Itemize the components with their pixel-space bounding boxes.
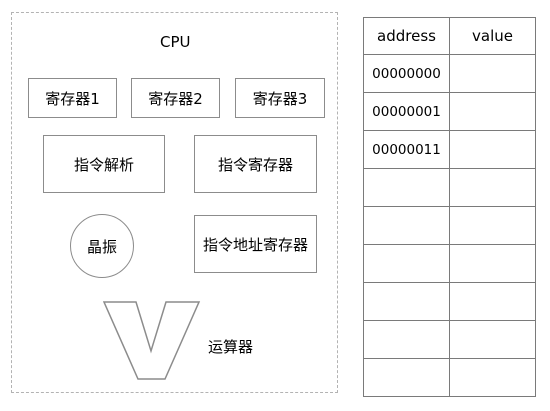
alu-v-polygon <box>103 301 201 380</box>
crystal-oscillator-label: 晶振 <box>86 237 117 256</box>
instruction-address-register-label: 指令地址寄存器 <box>202 235 308 254</box>
value-cell <box>449 130 536 169</box>
address-cell <box>363 168 450 207</box>
address-cell: 00000000 <box>363 54 450 93</box>
alu-v-shape <box>103 301 201 380</box>
column-header-address: address <box>363 17 450 55</box>
table-row <box>363 244 536 283</box>
instruction-register-box: 指令寄存器 <box>194 135 317 193</box>
instruction-decoder-label: 指令解析 <box>73 155 134 174</box>
instruction-decoder-box: 指令解析 <box>43 135 165 193</box>
table-row <box>363 320 536 359</box>
table-row <box>363 168 536 207</box>
table-row: 00000011 <box>363 130 536 169</box>
register-3-box: 寄存器3 <box>235 78 325 118</box>
register-1-label: 寄存器1 <box>45 89 100 108</box>
address-cell <box>363 358 450 397</box>
register-2-box: 寄存器2 <box>131 78 220 118</box>
address-cell <box>363 244 450 283</box>
value-cell <box>449 244 536 283</box>
crystal-oscillator-circle: 晶振 <box>70 214 134 278</box>
cpu-title: CPU <box>160 33 191 51</box>
table-row: 00000000 <box>363 54 536 93</box>
value-cell <box>449 320 536 359</box>
value-cell <box>449 54 536 93</box>
address-cell <box>363 206 450 245</box>
value-cell <box>449 282 536 321</box>
memory-table: address value 00000000 00000001 00000011 <box>363 17 536 397</box>
address-cell: 00000001 <box>363 92 450 131</box>
value-cell <box>449 168 536 207</box>
address-cell <box>363 320 450 359</box>
table-row <box>363 206 536 245</box>
instruction-register-label: 指令寄存器 <box>217 155 293 174</box>
address-cell <box>363 282 450 321</box>
column-header-value: value <box>449 17 536 55</box>
instruction-address-register-box: 指令地址寄存器 <box>194 215 317 273</box>
alu-label: 运算器 <box>208 338 254 356</box>
value-cell <box>449 206 536 245</box>
register-3-label: 寄存器3 <box>252 89 308 108</box>
table-row: 00000001 <box>363 92 536 131</box>
register-1-box: 寄存器1 <box>28 78 117 118</box>
value-cell <box>449 358 536 397</box>
cpu-container <box>11 12 338 393</box>
memory-table-header: address value <box>363 17 536 55</box>
register-2-label: 寄存器2 <box>148 89 203 108</box>
table-row <box>363 282 536 321</box>
address-cell: 00000011 <box>363 130 450 169</box>
value-cell <box>449 92 536 131</box>
table-row <box>363 358 536 397</box>
